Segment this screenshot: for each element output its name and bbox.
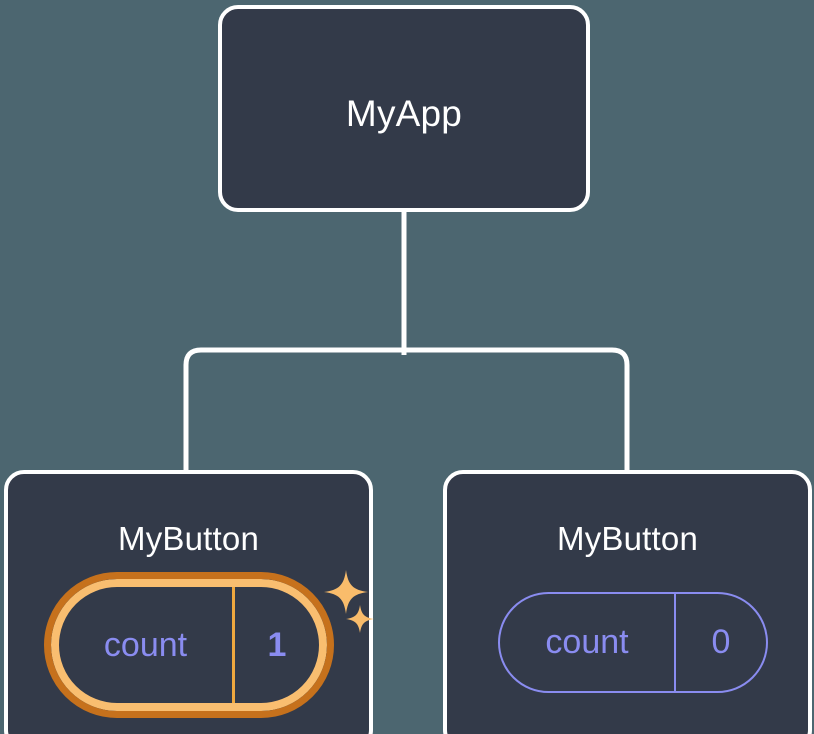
state-pill-value-left: 1 xyxy=(267,625,287,664)
state-pill-value-right: 0 xyxy=(711,623,731,661)
connector-branch-bar xyxy=(183,347,630,470)
state-pill-key-left: count xyxy=(59,587,235,703)
node-mybutton-right-title: MyButton xyxy=(557,520,698,557)
state-pill-key-right: count xyxy=(500,594,676,691)
sparkle-large-icon xyxy=(324,570,368,614)
state-pill-count-left[interactable]: count 1 xyxy=(44,572,334,718)
state-pill-inner-ring: count 1 xyxy=(51,579,327,711)
node-mybutton-left-title: MyButton xyxy=(118,520,259,557)
node-myapp[interactable]: MyApp xyxy=(218,5,590,212)
node-mybutton-left[interactable]: MyButton count 1 xyxy=(4,470,374,734)
state-pill-count-right[interactable]: count 0 xyxy=(498,592,768,693)
node-mybutton-right[interactable]: MyButton count 0 xyxy=(443,470,812,734)
node-myapp-title: MyApp xyxy=(345,93,463,134)
sparkle-small-icon xyxy=(346,605,374,633)
